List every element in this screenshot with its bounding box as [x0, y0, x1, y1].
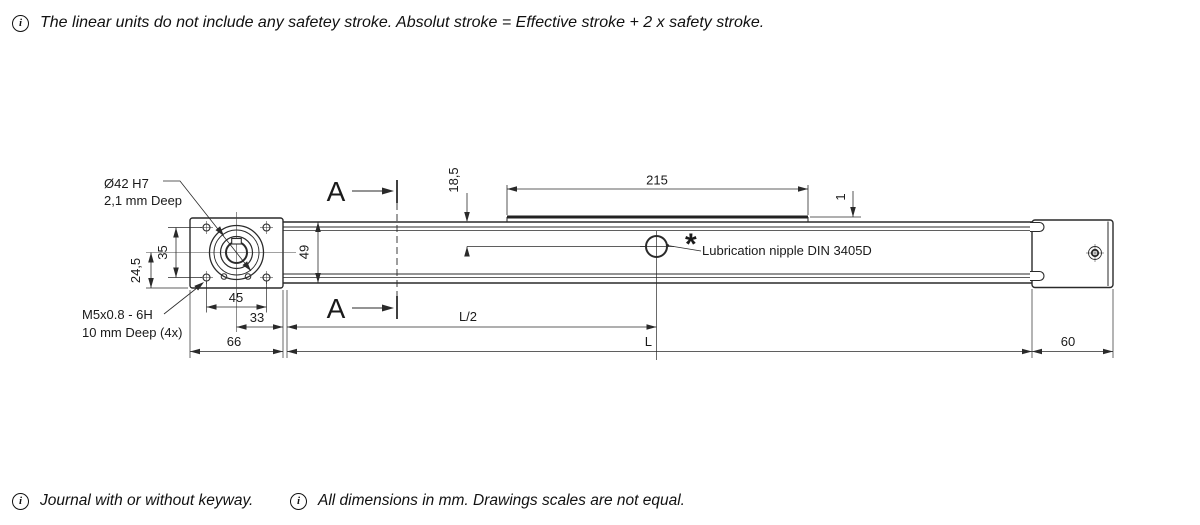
end-block-hole	[1086, 244, 1104, 262]
dim-l2-text: L/2	[459, 309, 477, 324]
note-bottom-right-text: All dimensions in mm. Drawings scales ar…	[318, 492, 685, 509]
dim-1-text: 1	[833, 193, 848, 200]
dim-49-text: 49	[297, 245, 312, 259]
dim-215-text: 215	[646, 173, 668, 188]
section-marker-a	[352, 180, 398, 319]
rail-profile	[283, 221, 1032, 284]
right-end-block	[1030, 219, 1114, 289]
dim-24-5	[146, 252, 188, 289]
bore-label-line1: Ø42 H7	[104, 176, 149, 191]
thread-label-line1: M5x0.8 - 6H	[82, 307, 153, 322]
dim-215	[506, 185, 809, 215]
info-icon: i	[12, 493, 29, 510]
dim-66-text: 66	[227, 334, 241, 349]
dim-18-5	[464, 193, 646, 257]
dim-66	[189, 290, 283, 358]
info-icon: i	[12, 15, 29, 32]
asterisk-marker: *	[685, 228, 697, 261]
dim-33-text: 33	[250, 310, 264, 325]
note-bottom-left-text: Journal with or without keyway.	[40, 492, 254, 509]
dim-24-5-text: 24,5	[128, 258, 143, 283]
bore-label-line2: 2,1 mm Deep	[104, 193, 182, 208]
dim-l2	[286, 290, 657, 358]
dim-33	[236, 290, 284, 358]
dim-35	[168, 227, 202, 278]
dim-60	[1032, 289, 1114, 358]
dim-45-text: 45	[229, 290, 243, 305]
dim-1	[810, 191, 861, 218]
note-top: i The linear units do not include any sa…	[12, 14, 764, 32]
carriage-slide	[506, 215, 809, 222]
note-top-text: The linear units do not include any safe…	[40, 14, 765, 31]
dim-18-5-text: 18,5	[446, 167, 461, 192]
section-label-bottom: A	[327, 293, 346, 324]
note-bottom-left: i Journal with or without keyway.	[12, 492, 253, 510]
note-bottom-right: i All dimensions in mm. Drawings scales …	[290, 492, 685, 510]
dim-35-text: 35	[155, 245, 170, 259]
dim-l	[287, 289, 1033, 358]
bore-leader	[163, 180, 252, 272]
info-icon: i	[290, 493, 307, 510]
shaft-flange	[208, 224, 265, 281]
dim-l-text: L	[645, 334, 652, 349]
section-label-top: A	[327, 176, 346, 207]
dim-49	[315, 222, 321, 283]
dim-60-text: 60	[1061, 334, 1075, 349]
keyway	[231, 237, 242, 245]
thread-label-line2: 10 mm Deep (4x)	[82, 325, 182, 340]
dim-45	[206, 281, 267, 313]
thread-leader	[163, 282, 204, 315]
lubrication-label: Lubrication nipple DIN 3405D	[702, 243, 872, 258]
